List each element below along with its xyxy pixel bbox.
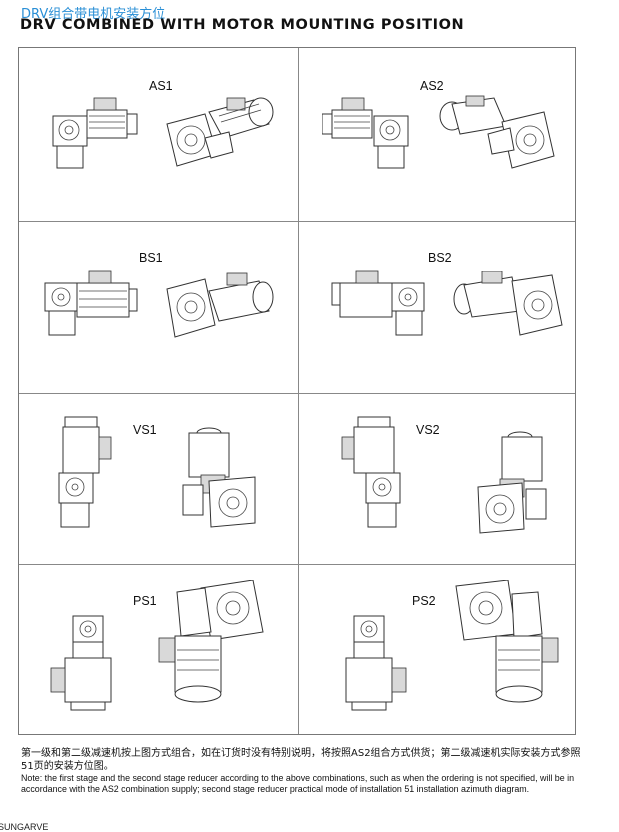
cell-as1: AS1 — [19, 48, 298, 221]
position-label-vs2: VS2 — [416, 423, 440, 437]
position-label-bs1: BS1 — [139, 251, 163, 265]
note-chinese: 第一级和第二级减速机按上图方式组合，如在订货时没有特别说明，将按照AS2组合方式… — [21, 748, 581, 772]
page-title-en: DRV COMBINED WITH MOTOR MOUNTING POSITIO… — [20, 17, 465, 33]
reducer-iso-view-figure — [166, 272, 274, 338]
reducer-iso-view-figure — [182, 427, 256, 528]
reducer-front-view-figure — [341, 416, 401, 528]
reducer-front-view-figure — [50, 615, 112, 711]
footer-brand: SUNGARVE — [0, 822, 49, 832]
mounting-position-grid: AS1 AS2 BS1 — [18, 47, 576, 735]
reducer-iso-view-figure — [439, 95, 555, 169]
reducer-iso-view-figure — [477, 431, 547, 534]
reducer-iso-view-figure — [158, 580, 264, 703]
reducer-front-view-figure — [58, 416, 112, 528]
page-title-cn: DRV组合带电机安装方位 — [21, 7, 166, 22]
reducer-front-view-figure — [331, 270, 425, 336]
reducer-front-view-figure — [345, 615, 407, 711]
reducer-iso-view-figure — [455, 580, 559, 703]
position-label-ps2: PS2 — [412, 594, 436, 608]
position-label-vs1: VS1 — [133, 423, 157, 437]
position-label-as2: AS2 — [420, 79, 444, 93]
reducer-iso-view-figure — [166, 97, 274, 167]
cell-as2: AS2 — [298, 48, 577, 221]
grid-divider-vertical — [298, 48, 299, 734]
position-label-as1: AS1 — [149, 79, 173, 93]
grid-divider-row-1 — [19, 221, 575, 222]
grid-divider-row-3 — [19, 564, 575, 565]
reducer-front-view-figure — [52, 97, 138, 169]
cell-vs2: VS2 — [298, 393, 577, 564]
reducer-front-view-figure — [44, 270, 138, 336]
cell-ps2: PS2 — [298, 564, 577, 735]
position-label-ps1: PS1 — [133, 594, 157, 608]
cell-vs1: VS1 — [19, 393, 298, 564]
reducer-iso-view-figure — [453, 271, 563, 336]
note-english: Note: the first stage and the second sta… — [21, 773, 575, 794]
position-label-bs2: BS2 — [428, 251, 452, 265]
grid-divider-row-2 — [19, 393, 575, 394]
cell-bs2: BS2 — [298, 221, 577, 393]
reducer-front-view-figure — [322, 97, 409, 169]
cell-bs1: BS1 — [19, 221, 298, 393]
cell-ps1: PS1 — [19, 564, 298, 735]
